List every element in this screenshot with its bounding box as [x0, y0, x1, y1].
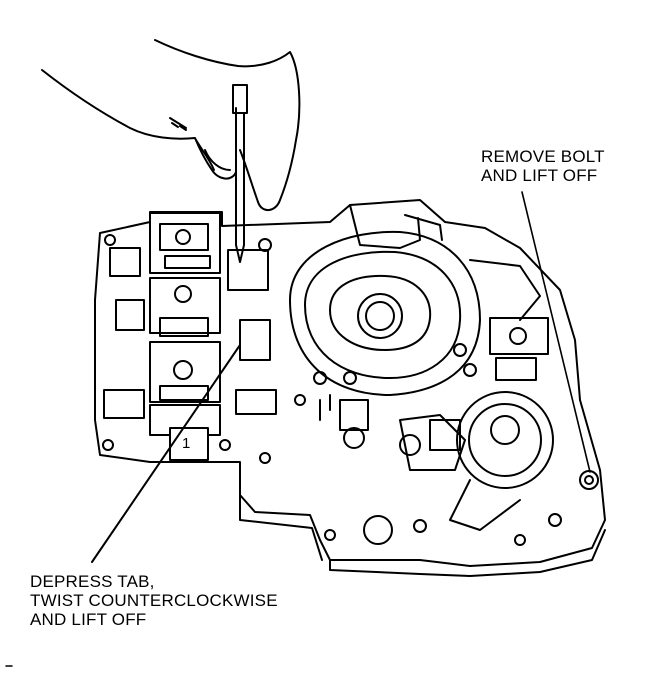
right-solenoid	[469, 259, 549, 381]
left-plate-details	[102, 234, 277, 464]
round-valve-assembly	[399, 391, 554, 531]
callout-line: AND LIFT OFF	[30, 610, 147, 629]
center-fitting	[294, 394, 369, 449]
plate-lower-edge	[239, 494, 606, 577]
callout-line: REMOVE BOLT	[481, 147, 605, 166]
pump-housing	[289, 204, 481, 396]
part-marker: 1	[182, 435, 190, 452]
leader-line-tab	[91, 344, 241, 563]
leader-line-bolt	[521, 191, 591, 473]
screwdriver-icon	[232, 84, 248, 263]
hand-with-tool	[41, 39, 301, 211]
valve-body-plate	[94, 199, 606, 567]
tab-clip: 1	[169, 427, 209, 461]
solenoid-block-stack	[149, 212, 221, 436]
callout-line: DEPRESS TAB,	[30, 572, 155, 591]
plate-bolt-holes	[324, 470, 599, 546]
remove-bolt-callout: REMOVE BOLT AND LIFT OFF	[481, 147, 605, 185]
depress-tab-callout: DEPRESS TAB, TWIST COUNTERCLOCKWISE AND …	[30, 572, 278, 629]
callout-line: AND LIFT OFF	[481, 166, 598, 185]
callout-line: TWIST COUNTERCLOCKWISE	[30, 591, 278, 610]
